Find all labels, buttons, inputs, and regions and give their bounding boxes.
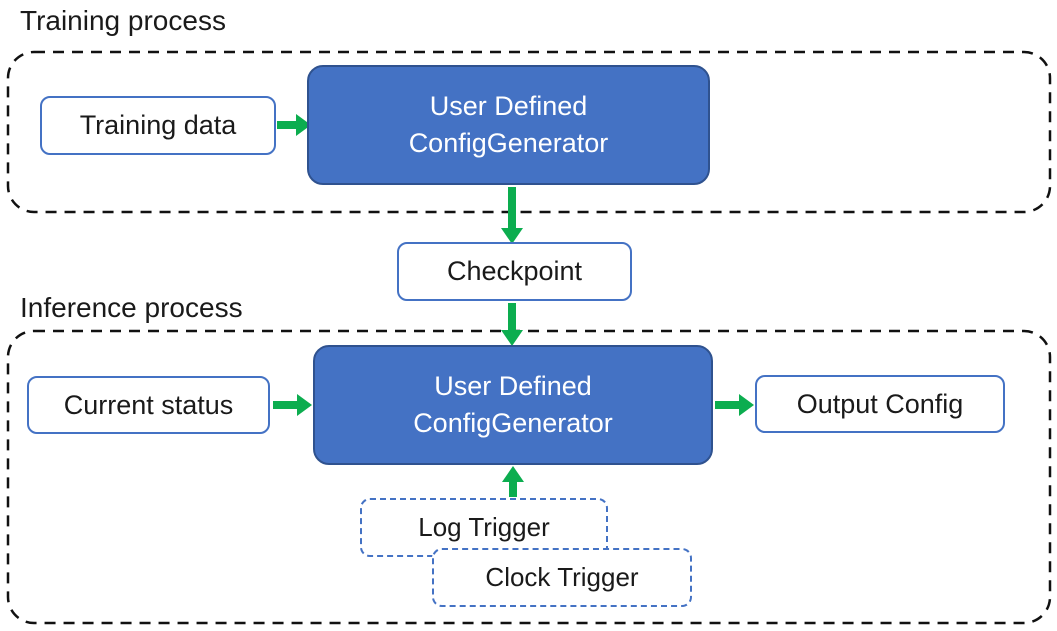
training-data-box: Training data bbox=[40, 96, 276, 155]
output-config-label: Output Config bbox=[796, 388, 964, 419]
arrow-current-status-to-generator bbox=[273, 394, 312, 416]
training-process-container bbox=[6, 50, 1052, 214]
output-config-box: Output Config bbox=[755, 375, 1005, 433]
clock-trigger-label: Clock Trigger bbox=[485, 562, 639, 592]
training-config-generator-box: User Defined ConfigGenerator bbox=[307, 65, 710, 185]
log-trigger-box: Log Trigger bbox=[360, 498, 608, 557]
inference-config-generator-box: User Defined ConfigGenerator bbox=[313, 345, 713, 465]
arrow-generator-to-checkpoint bbox=[501, 187, 523, 244]
clock-trigger-box: Clock Trigger bbox=[432, 548, 692, 607]
inference-process-title: Inference process bbox=[20, 292, 243, 323]
checkpoint-box: Checkpoint bbox=[397, 242, 632, 301]
training-generator-label-line2: ConfigGenerator bbox=[408, 128, 609, 158]
checkpoint-label: Checkpoint bbox=[446, 256, 583, 286]
training-process-title: Training process bbox=[20, 5, 226, 36]
arrow-training-data-to-generator bbox=[277, 114, 311, 136]
current-status-label: Current status bbox=[63, 389, 234, 420]
training-generator-label-line1: User Defined bbox=[429, 91, 588, 121]
current-status-box: Current status bbox=[27, 376, 270, 434]
log-trigger-label: Log Trigger bbox=[418, 512, 550, 542]
inference-process-container bbox=[6, 329, 1052, 625]
arrow-checkpoint-to-inference-generator bbox=[501, 303, 523, 346]
training-data-label: Training data bbox=[79, 110, 237, 140]
inference-generator-label-line2: ConfigGenerator bbox=[413, 408, 613, 438]
inference-generator-label-line1: User Defined bbox=[434, 371, 592, 401]
arrow-generator-to-output-config bbox=[715, 394, 754, 416]
arrow-triggers-to-generator bbox=[502, 466, 524, 497]
